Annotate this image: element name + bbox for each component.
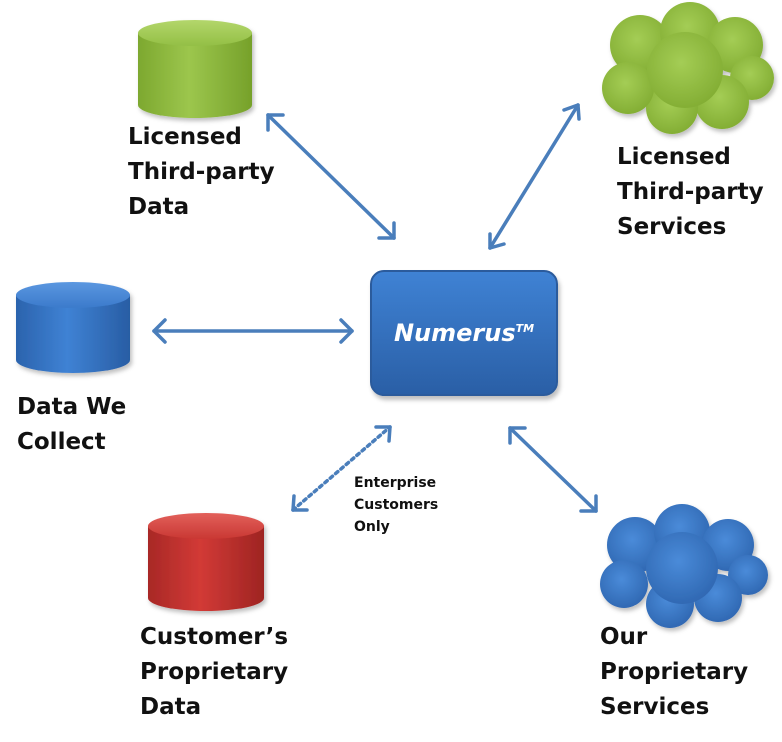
trademark-mark: TM	[515, 322, 535, 335]
licensed-services-label: Licensed Third-party Services	[617, 144, 764, 240]
customer-data-label: Customer’s Proprietary Data	[140, 624, 289, 720]
customer-data-cylinder-icon	[148, 513, 264, 611]
hub-title: NumerusTM	[393, 319, 535, 347]
licensed-services-cloud-icon	[602, 2, 774, 134]
arrow-licensed-services	[488, 103, 581, 250]
arrow-licensed-data	[266, 113, 396, 240]
arrow-our-services	[508, 426, 598, 513]
arrow-customer-data-dotted	[291, 425, 392, 512]
licensed-data-label: Licensed Third-party Data	[128, 124, 275, 220]
licensed-data-cylinder-icon	[138, 20, 252, 118]
our-services-label: Our Proprietary Services	[600, 624, 749, 720]
data-we-collect-cylinder-icon	[16, 282, 130, 373]
enterprise-note: Enterprise Customers Only	[354, 475, 439, 535]
numerus-hub: NumerusTM	[370, 270, 558, 396]
arrow-data-we-collect	[152, 318, 354, 344]
our-services-cloud-icon	[600, 504, 768, 628]
data-we-collect-label: Data We Collect	[17, 394, 127, 455]
